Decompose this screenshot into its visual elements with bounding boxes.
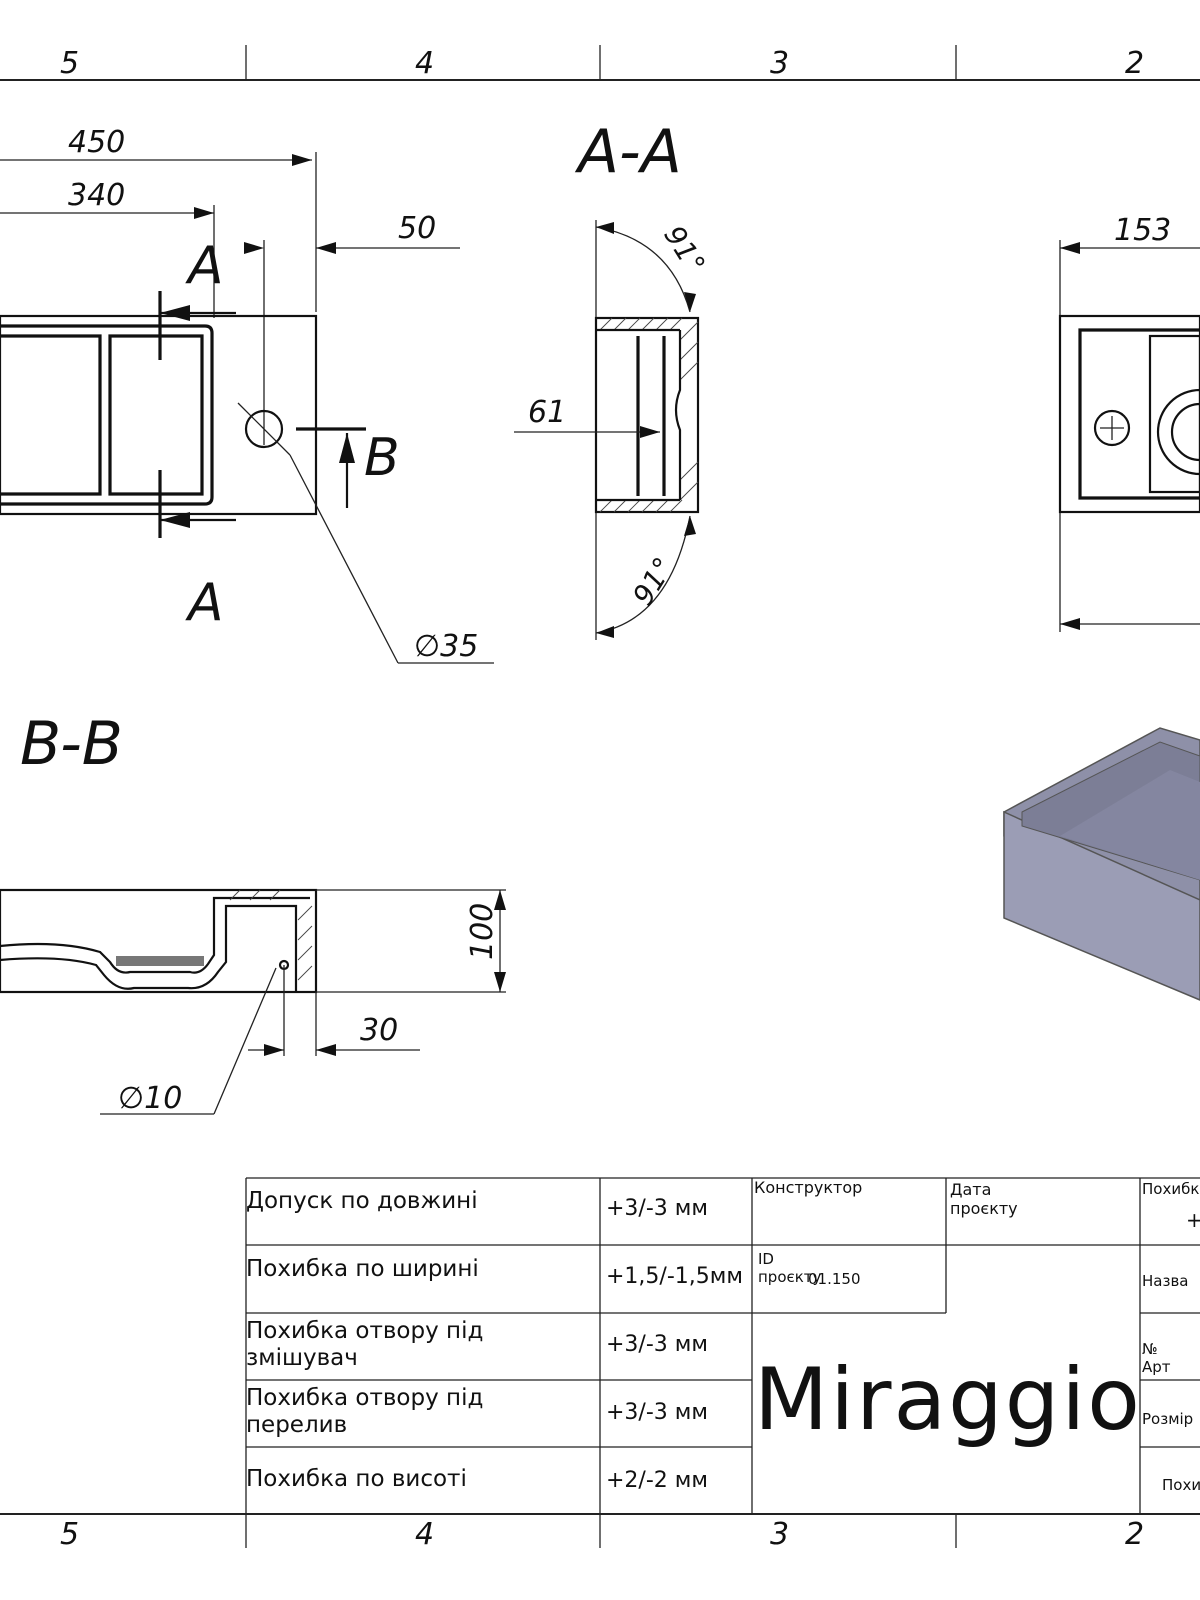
tolerance-overflow-value: +3/-3 мм — [606, 1400, 708, 1425]
section-b-label: B — [364, 428, 400, 488]
angle-top-label: 91° — [657, 220, 711, 280]
right-col-article: № Арт — [1142, 1340, 1171, 1376]
tolerance-mixer-hole-label: Похибка отвору під змішувач — [246, 1318, 484, 1371]
tolerance-height-value: +2/-2 мм — [606, 1468, 708, 1493]
drawing-frame: 5 4 3 2 5 4 3 2 — [0, 45, 1200, 1552]
overflow-diameter-label: ∅10 — [118, 1081, 182, 1116]
zone-number-top: 3 — [770, 46, 789, 81]
zone-number-bottom: 5 — [60, 1517, 79, 1552]
dim-hole-offset: 50 — [398, 211, 436, 246]
dim-width-label: 153 — [1114, 213, 1171, 248]
title-block-grid — [245, 1177, 1200, 1514]
tolerance-width-label: Похибка по ширині — [246, 1256, 479, 1282]
zone-number-top: 5 — [60, 46, 79, 81]
section-bb-title: B-B — [20, 709, 123, 779]
project-date-label: Дата проєкту — [950, 1180, 1018, 1218]
tolerance-length-label: Допуск по довжині — [246, 1188, 478, 1214]
designer-label: Конструктор — [754, 1178, 863, 1197]
right-view: 153 — [1058, 213, 1200, 632]
tolerance-width-value: +1,5/-1,5мм — [606, 1264, 743, 1289]
right-col-name: Назва — [1142, 1272, 1189, 1290]
dim-overall-length: 450 — [68, 125, 125, 160]
angle-bottom-label: 91° — [626, 552, 680, 612]
right-col-error: Похи — [1162, 1476, 1200, 1494]
right-col-header: Похибк — [1142, 1180, 1200, 1198]
section-a-label-top: A — [185, 236, 224, 296]
zone-number-top: 2 — [1125, 46, 1144, 81]
tolerance-height-label: Похибка по висоті — [246, 1466, 467, 1492]
section-a-label-bottom: A — [185, 573, 224, 633]
project-id-value: 01.150 — [808, 1270, 861, 1288]
brand-logo: Miraggio — [754, 1350, 1142, 1450]
dim-depth-label: 61 — [528, 395, 566, 430]
dim-bowl-length: 340 — [68, 178, 125, 213]
zone-number-bottom: 2 — [1125, 1517, 1144, 1552]
tolerance-overflow-label: Похибка отвору під перелив — [246, 1385, 484, 1438]
tolerance-length-value: +3/-3 мм — [606, 1196, 708, 1221]
section-bb-view: B-B 100 30 ∅10 — [0, 709, 506, 1116]
zone-number-top: 4 — [415, 46, 434, 81]
zone-number-bottom: 4 — [415, 1517, 434, 1552]
right-col-value: + — [1186, 1208, 1200, 1232]
project-id-label: ID проєкту — [758, 1250, 822, 1286]
tolerance-mixer-hole-value: +3/-3 мм — [606, 1332, 708, 1357]
section-aa-title: A-A — [574, 117, 682, 187]
plan-view: 450 340 50 A A ∅35 B — [0, 125, 494, 664]
hole-diameter-label: ∅35 — [414, 629, 478, 664]
isometric-render — [1003, 727, 1200, 1001]
dim-offset-label: 30 — [360, 1013, 398, 1048]
section-aa-view: A-A 91° 91° 61 — [514, 117, 712, 640]
mixer-hole — [244, 409, 284, 449]
right-col-size: Розмір — [1142, 1410, 1194, 1428]
dim-height-label: 100 — [465, 903, 500, 960]
zone-number-bottom: 3 — [770, 1517, 789, 1552]
